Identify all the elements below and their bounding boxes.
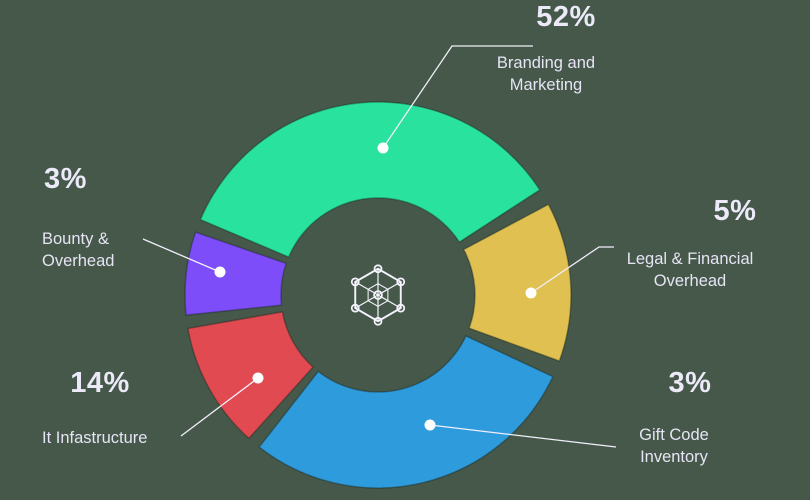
percent-label-it: 14% — [70, 367, 130, 399]
slice-gift[interactable] — [258, 334, 554, 489]
leader-line-legal — [530, 246, 614, 294]
percent-label-branding: 52% — [536, 1, 596, 33]
slice-it[interactable] — [187, 310, 315, 440]
segment-label-branding: Branding and Marketing — [496, 54, 596, 95]
leader-line-branding — [382, 45, 533, 149]
leader-line-it — [180, 377, 259, 437]
hexagon-network-icon — [350, 264, 406, 326]
segment-label-bounty: Bounty & Overhead — [42, 230, 115, 271]
donut-slices — [184, 101, 572, 489]
slice-legal[interactable] — [462, 203, 572, 362]
percent-label-bounty: 3% — [44, 163, 87, 195]
dot-legal — [525, 287, 537, 299]
slice-bounty[interactable] — [184, 231, 288, 316]
leader-line-gift — [429, 424, 617, 448]
segment-label-gift: Gift Code Inventory — [639, 426, 709, 467]
percent-label-legal: 5% — [713, 195, 757, 227]
dot-gift — [424, 419, 436, 431]
leader-lines — [142, 45, 617, 448]
donut-dots — [214, 142, 537, 431]
leader-line-bounty — [142, 238, 221, 273]
dot-bounty — [214, 266, 226, 278]
segment-label-it: It Infastructure — [42, 429, 148, 447]
dot-branding — [377, 142, 389, 154]
percent-label-gift: 3% — [668, 367, 712, 399]
segment-label-legal: Legal & Financial Overhead — [626, 250, 754, 291]
dot-it — [252, 372, 264, 384]
slice-branding[interactable] — [199, 101, 541, 259]
